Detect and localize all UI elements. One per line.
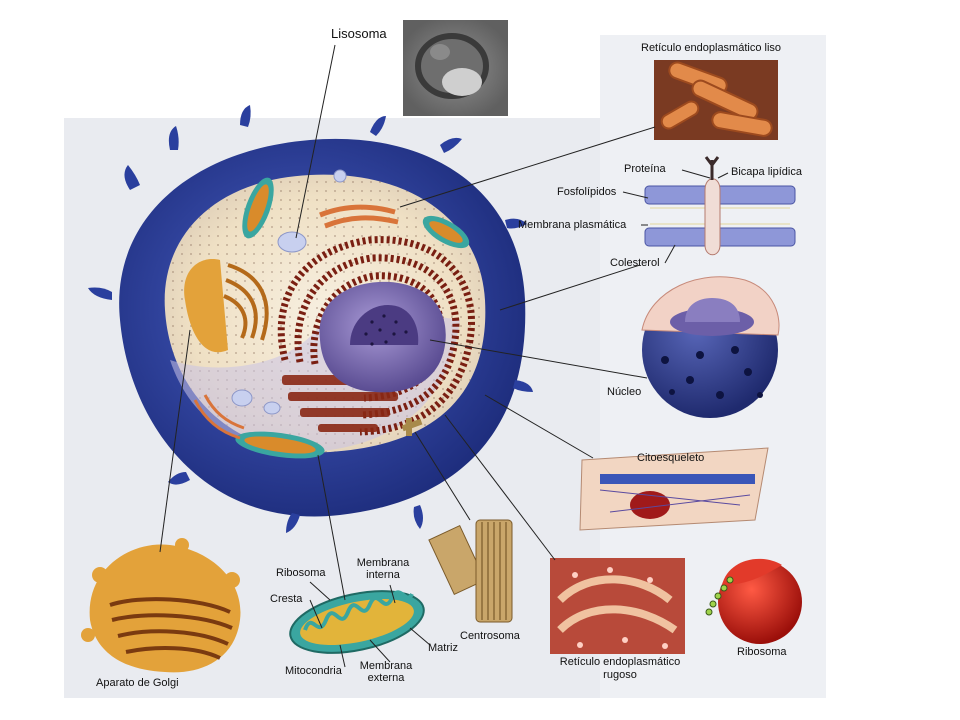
leader-lines (159, 44, 729, 668)
label-membrana-externa-line1: Membrana (359, 660, 413, 672)
label-membrana-plasmatica: Membrana plasmática (518, 219, 627, 231)
label-nucleo: Núcleo (607, 386, 642, 398)
label-citoesqueleto: Citoesqueleto (637, 452, 705, 464)
label-membrana-externa-line2: externa (367, 672, 405, 684)
mitochondria-in-cell (235, 177, 470, 459)
label-proteina: Proteína (624, 163, 666, 175)
label-fosfolipidos: Fosfolípidos (557, 186, 617, 198)
golgi-inset (81, 538, 241, 673)
cytoskeleton-inset (579, 447, 769, 531)
label-membrana-interna-line1: Membrana (356, 557, 410, 569)
label-matriz: Matriz (428, 642, 458, 654)
label-reticulo-liso: Retículo endoplasmático liso (641, 42, 782, 54)
label-ribosoma-mito: Ribosoma (276, 567, 326, 579)
nucleus-inset (641, 276, 780, 418)
label-ribosoma-inset: Ribosoma (737, 646, 787, 658)
plasma-membrane-inset (644, 156, 796, 256)
smooth-er-inset (654, 60, 778, 140)
centrosome-inset (428, 519, 513, 623)
label-mitocondria: Mitocondria (285, 665, 342, 677)
label-reticulo-rugoso-line1: Retículo endoplasmático (559, 656, 681, 668)
label-aparato-golgi: Aparato de Golgi (96, 677, 179, 689)
label-colesterol: Colesterol (610, 257, 660, 269)
lysosome-micrograph (403, 20, 508, 116)
cell-illustration (88, 105, 533, 533)
label-reticulo-rugoso-line2: rugoso (603, 669, 637, 681)
label-bicapa-lipidica: Bicapa lipídica (731, 166, 802, 178)
ribosome-inset (705, 558, 802, 644)
label-lisosoma: Lisosoma (331, 26, 387, 41)
label-membrana-interna-line2: interna (366, 569, 400, 581)
golgi-in-cell (184, 259, 269, 353)
rough-er-inset (550, 558, 685, 654)
label-cresta: Cresta (270, 593, 303, 605)
mitochondria-inset (289, 590, 425, 654)
label-centrosoma: Centrosoma (460, 630, 520, 642)
